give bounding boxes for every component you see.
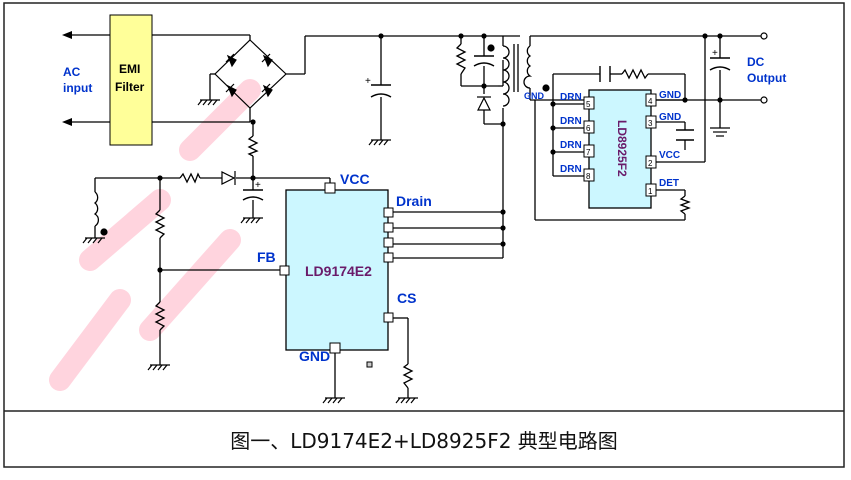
figure-caption: 图一、LD9174E2+LD8925F2 典型电路图 xyxy=(230,428,618,453)
vcc-pin-label: VCC xyxy=(340,171,370,187)
watermark-graphic xyxy=(49,79,261,391)
ic-sr-body xyxy=(588,89,652,209)
cs-pin-label: CS xyxy=(397,290,416,306)
sr-pin-label: DRN xyxy=(560,116,582,127)
drain-pin-label: Drain xyxy=(396,193,432,209)
ac-input-arrows xyxy=(62,31,72,126)
dc-output-label-2: Output xyxy=(747,71,786,85)
sr-pin-number: 5 xyxy=(586,100,591,109)
ac-input-label-2: input xyxy=(63,81,92,95)
ic-sr-pins xyxy=(583,93,657,197)
sr-pin-label: DRN xyxy=(560,92,582,103)
sr-pin-number: 8 xyxy=(586,172,591,181)
ic-sr-name: LD8925F2 xyxy=(615,120,629,177)
dc-output-label-1: DC xyxy=(747,55,765,69)
sr-pin-label: GND xyxy=(659,112,681,123)
sr-pin-number: 1 xyxy=(648,187,653,196)
emi-label-2: Filter xyxy=(115,80,145,94)
svg-text:+: + xyxy=(365,76,371,87)
sr-pin-label: DET xyxy=(659,178,679,189)
ground-symbols xyxy=(82,99,730,404)
sr-pin-number: 4 xyxy=(648,97,653,106)
gnd-pin-label: GND xyxy=(299,348,330,364)
output-terminals xyxy=(760,32,768,104)
sr-pin-number: 2 xyxy=(648,159,653,168)
sr-pin-label: DRN xyxy=(560,140,582,151)
sr-pin-number: 6 xyxy=(586,124,591,133)
sr-pin-label: DRN xyxy=(560,164,582,175)
sr-pin-label: VCC xyxy=(659,150,680,161)
resistors xyxy=(154,43,691,389)
ic-main-name: LD9174E2 xyxy=(305,263,372,279)
bridge-rectifier xyxy=(214,39,287,109)
sr-pin-number: 7 xyxy=(586,148,591,157)
svg-text:+: + xyxy=(712,48,718,59)
fb-pin-label: FB xyxy=(257,249,276,265)
tx-gnd-label: GND xyxy=(524,91,545,101)
transformer xyxy=(93,44,533,227)
ic-main-pins xyxy=(279,182,394,368)
diodes xyxy=(221,96,491,185)
emi-label-1: EMI xyxy=(119,62,140,76)
emi-filter-box xyxy=(109,14,153,146)
sr-pin-label: GND xyxy=(659,90,681,101)
capacitors: + + + xyxy=(242,48,731,201)
junction-dots xyxy=(100,33,723,273)
sr-pin-number: 3 xyxy=(648,119,653,128)
svg-text:+: + xyxy=(255,180,261,191)
ac-input-label-1: AC xyxy=(63,65,81,79)
